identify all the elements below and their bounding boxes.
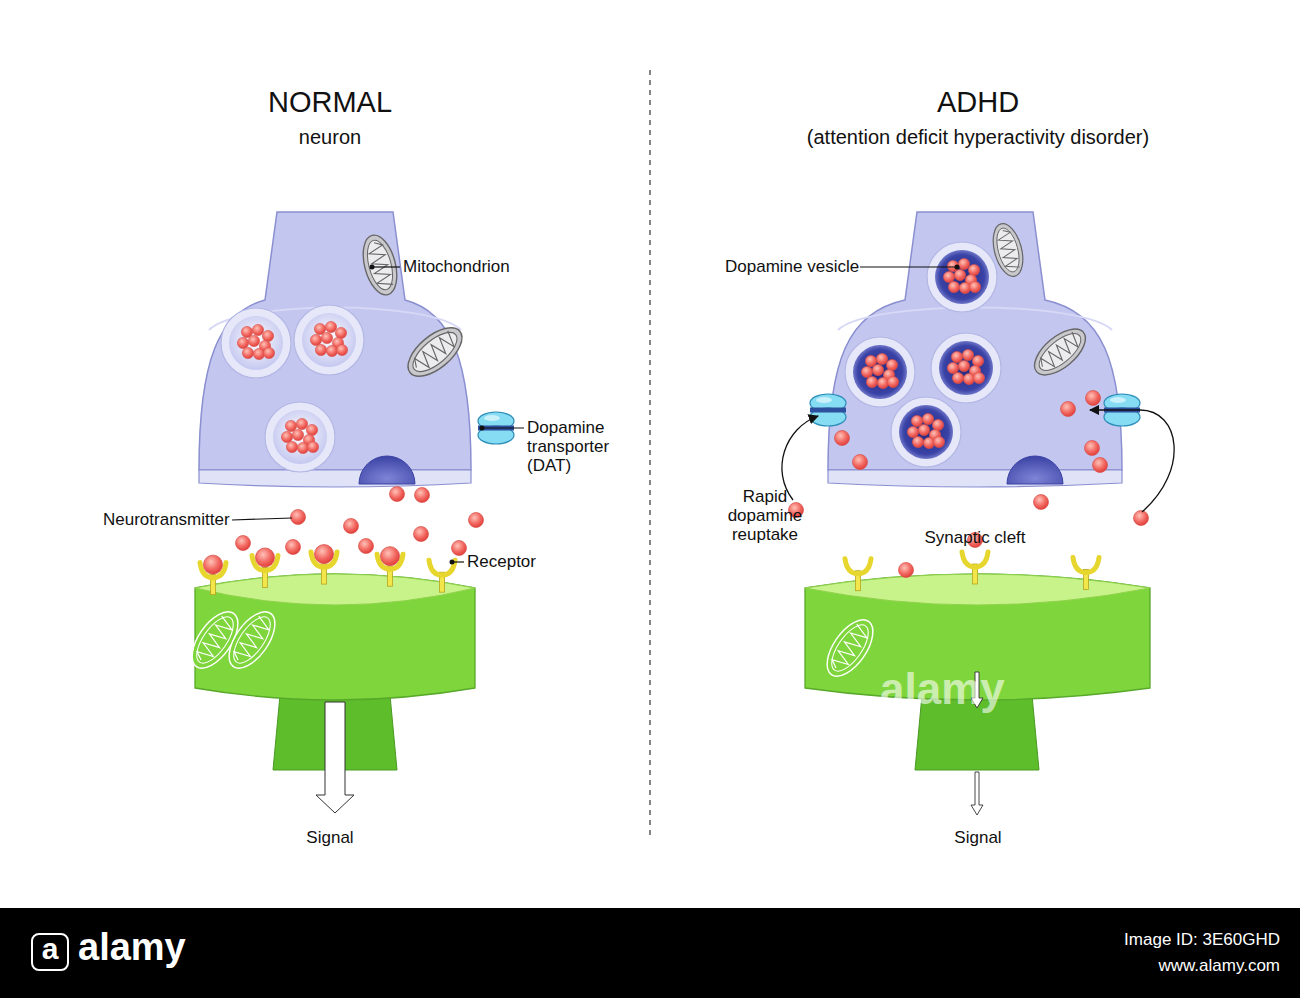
part-label: Mitochondrion — [403, 257, 510, 277]
part-label: Neurotransmitter — [103, 510, 230, 530]
watermark: alamy — [78, 926, 186, 970]
mitochondrion — [1027, 321, 1094, 384]
leader-lines — [232, 265, 960, 565]
logo-icon: a — [42, 932, 59, 967]
receptor — [200, 555, 226, 595]
presynaptic-terminal — [199, 212, 471, 487]
panel-title: NORMAL — [268, 86, 392, 119]
signal-label: Signal — [954, 828, 1001, 848]
dopamine-vesicle — [265, 402, 335, 472]
mitochondrion — [400, 319, 470, 385]
part-label: Rapid dopamine reuptake — [720, 487, 810, 544]
dopamine-vesicle — [927, 242, 997, 312]
reuptake-arrows — [782, 410, 1174, 512]
neurotransmitter — [789, 391, 1149, 578]
neurotransmitter — [236, 487, 484, 556]
release-site — [1007, 456, 1063, 484]
signal-label: Signal — [306, 828, 353, 848]
dopamine-vesicle — [845, 337, 915, 407]
mitochondrion — [988, 220, 1028, 279]
site-url: www.alamy.com — [1158, 956, 1280, 976]
part-label: Receptor — [467, 552, 536, 572]
mitochondrion — [818, 612, 882, 684]
dopamine-vesicle — [221, 308, 291, 378]
release-site — [359, 456, 415, 484]
dopamine-vesicle — [931, 333, 1001, 403]
presynaptic-terminal — [828, 212, 1122, 487]
receptor — [252, 548, 278, 588]
receptor — [311, 545, 337, 585]
panel-title: ADHD — [937, 86, 1019, 119]
watermark: alamy — [880, 664, 1005, 715]
dopamine-vesicle — [891, 397, 961, 467]
neuron-drawing — [183, 212, 1150, 815]
mitochondrion — [220, 604, 284, 676]
panel-subtitle: neuron — [299, 126, 361, 149]
footer-bar — [0, 908, 1300, 998]
part-label: Dopamine transporter (DAT) — [527, 418, 627, 475]
postsynaptic-neuron — [805, 574, 1150, 770]
dopamine-vesicle — [294, 305, 364, 375]
receptor — [377, 547, 403, 587]
dopamine-transporter — [810, 394, 846, 426]
mitochondrion — [357, 231, 402, 298]
receptor — [429, 560, 455, 592]
part-label: Dopamine vesicle — [725, 257, 859, 277]
panel-divider — [649, 70, 650, 840]
image-id: Image ID: 3E60GHD — [1124, 930, 1280, 950]
receptor — [845, 559, 871, 591]
receptor — [1073, 558, 1099, 590]
signal-arrow — [971, 772, 983, 815]
panel-subtitle: (attention deficit hyperactivity disorde… — [807, 126, 1149, 149]
receptor — [962, 552, 988, 584]
part-label: Synaptic cleft — [924, 528, 1025, 548]
signal-arrow — [316, 702, 354, 813]
